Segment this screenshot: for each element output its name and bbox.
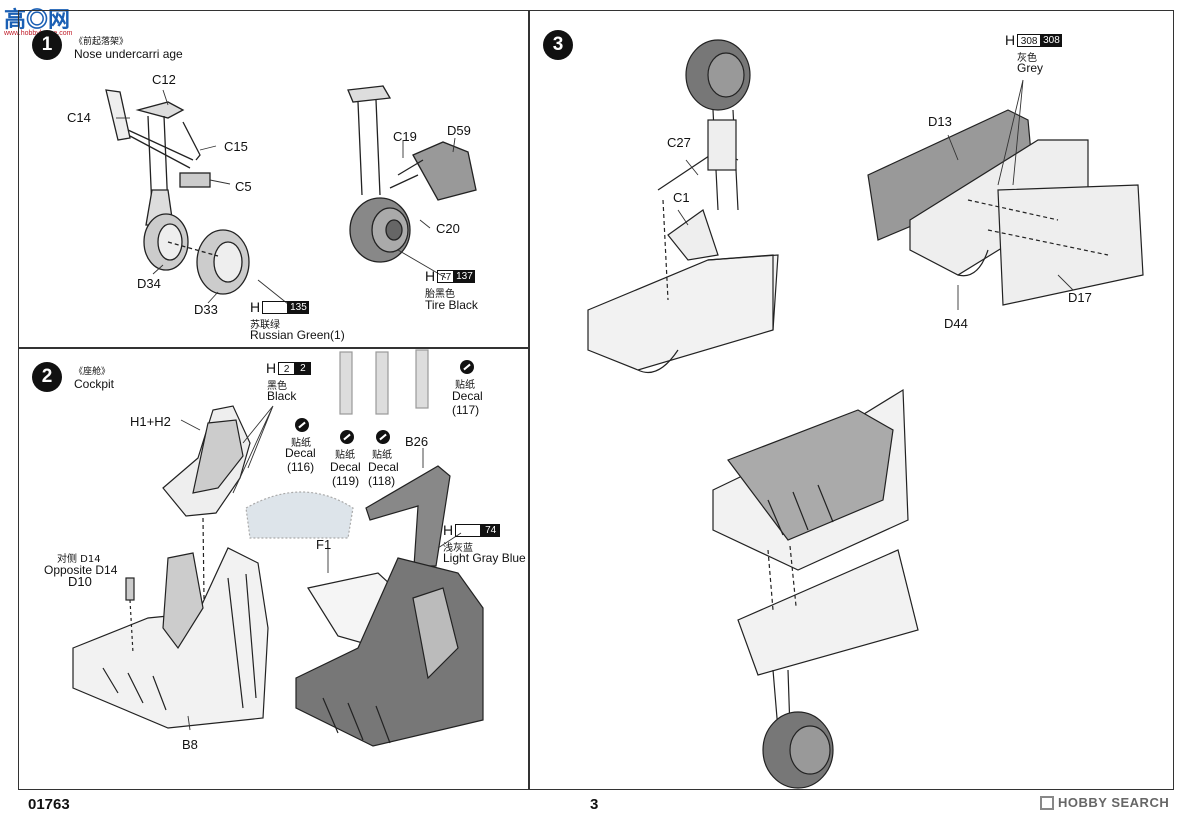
decal-icon (340, 430, 354, 444)
part-label-d10: D10 (68, 574, 92, 589)
decal-119-num: (119) (332, 474, 360, 488)
color-letter: H (425, 268, 436, 284)
decal-icon (460, 360, 474, 374)
color-code-a: 2 (278, 361, 296, 375)
color-code-b: 137 (454, 269, 475, 283)
step1-nose-gear-drawing (105, 85, 477, 309)
step1-number: 1 (32, 30, 62, 60)
color-code: 74 (481, 523, 501, 537)
color-letter: H (266, 360, 277, 376)
opposite-d14-en: Opposite D14 (44, 563, 118, 577)
part-label-d17: D17 (1068, 290, 1092, 305)
part-label-b26: B26 (405, 434, 429, 449)
part-label-c5: C5 (235, 179, 252, 194)
part-label-c12: C12 (152, 72, 176, 87)
part-label-f1: F1 (316, 537, 332, 552)
step2-panel (18, 348, 530, 790)
color-grey-cn: 灰色 (1017, 53, 1037, 64)
step2-title-en: Cockpit (74, 377, 115, 391)
decal-118-cn: 贴纸 (372, 450, 392, 461)
part-label-c1: C1 (673, 190, 690, 205)
opposite-d14-cn: 对侧 D14 (57, 554, 101, 565)
step2-cockpit-drawing (72, 349, 484, 747)
color-black: H 2 2 (266, 360, 311, 376)
color-light-gray-blue: H 74 (443, 522, 501, 538)
step1-title-en: Nose undercarri age (74, 47, 183, 61)
watermark-chars: 高◎网 (4, 7, 71, 32)
part-label-d33: D33 (194, 302, 218, 317)
color-swatch (262, 300, 289, 314)
part-label-d13: D13 (928, 114, 952, 129)
step1-panel (18, 10, 530, 348)
decal-118-en: Decal (368, 460, 399, 474)
step2-title: 《座舱》 Cockpit (74, 364, 114, 391)
part-label-d59: D59 (447, 123, 471, 138)
model-number: 01763 (28, 796, 70, 813)
part-label-b8: B8 (182, 737, 198, 752)
color-russian-green-en: Russian Green(1) (250, 328, 345, 342)
color-grey: H 308 308 (1005, 32, 1062, 48)
step2-title-cn: 《座舱》 (74, 367, 111, 377)
step3-panel (528, 10, 1174, 790)
decal-icon (295, 418, 309, 432)
hobby-search-text: HOBBY SEARCH (1058, 795, 1170, 810)
color-black-cn: 黑色 (267, 381, 287, 392)
decal-118-num: (118) (368, 474, 396, 488)
step3-assembly-drawing (587, 39, 1144, 789)
color-tire-black: H 77 137 (425, 268, 475, 284)
color-light-gray-blue-cn: 浅灰蓝 (443, 543, 473, 554)
watermark-logo: 高◎网 (4, 2, 70, 34)
decal-119-cn: 贴纸 (335, 450, 355, 461)
page-number: 3 (590, 796, 599, 813)
part-label-c20: C20 (436, 221, 460, 236)
decal-116-cn: 贴纸 (291, 438, 311, 449)
color-code: 135 (288, 300, 309, 314)
color-letter: H (443, 522, 454, 538)
step1-title: 《前起落架》 Nose undercarri age (74, 34, 183, 61)
decal-117-en: Decal (452, 389, 483, 403)
decal-116-en: Decal (285, 446, 316, 460)
decal-117-cn: 贴纸 (455, 380, 475, 391)
color-letter: H (1005, 32, 1016, 48)
hobby-search-watermark: HOBBY SEARCH (1040, 795, 1169, 810)
step3-number: 3 (543, 30, 573, 60)
color-code-b: 2 (295, 361, 311, 375)
part-label-c14: C14 (67, 110, 91, 125)
step1-title-cn: 《前起落架》 (74, 37, 129, 47)
color-letter: H (250, 299, 261, 315)
color-black-en: Black (267, 389, 297, 403)
hobby-search-icon (1040, 795, 1054, 810)
color-russian-green-cn: 苏联绿 (250, 320, 280, 331)
part-label-d44: D44 (944, 316, 968, 331)
part-label-c15: C15 (224, 139, 248, 154)
color-light-gray-blue-en: Light Gray Blue (443, 551, 526, 565)
decal-119-en: Decal (330, 460, 361, 474)
color-code-b: 308 (1041, 33, 1062, 47)
decal-116-num: (116) (287, 460, 315, 474)
part-label-h1-h2: H1+H2 (130, 414, 171, 429)
color-grey-en: Grey (1017, 61, 1044, 75)
color-code-a: 308 (1017, 33, 1042, 47)
decal-icon (376, 430, 390, 444)
decal-117-num: (117) (452, 403, 480, 417)
part-label-d34: D34 (137, 276, 161, 291)
part-label-c27: C27 (667, 135, 691, 150)
color-code-a: 77 (437, 269, 455, 283)
step2-number: 2 (32, 362, 62, 392)
color-russian-green: H 135 (250, 299, 309, 315)
color-swatch (455, 523, 482, 537)
color-tire-black-cn: 胎黑色 (425, 289, 455, 300)
color-tire-black-en: Tire Black (425, 298, 478, 312)
part-label-c19: C19 (393, 129, 417, 144)
